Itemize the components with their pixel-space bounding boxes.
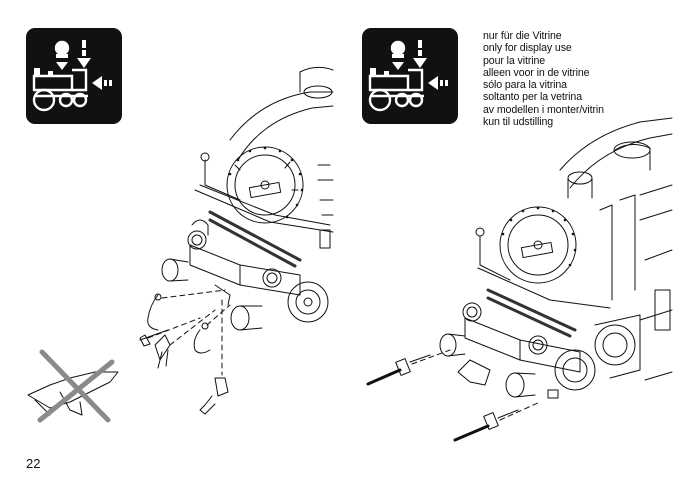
- notice-line-en: only for display use: [483, 42, 572, 55]
- page-number: 22: [26, 456, 41, 471]
- notice-line-it: soltanto per la vetrina: [483, 91, 582, 104]
- locomotive-front-left: [161, 66, 334, 331]
- notice-line-da: kun til udstilling: [483, 116, 554, 129]
- display-only-locomotive-icon: [362, 28, 458, 124]
- exploded-parts-left: [139, 289, 231, 415]
- crossed-out-part-icon: [27, 349, 119, 423]
- notice-line-es: sólo para la vitrina: [483, 79, 567, 92]
- display-only-locomotive-icon: [26, 28, 122, 124]
- display-only-notice: nur für die Vitrine only for display use…: [483, 30, 604, 128]
- locomotive-front-right: [439, 117, 673, 399]
- exploded-parts-right: [366, 349, 541, 442]
- notice-line-sv: av modellen i monter/vitrin: [483, 103, 604, 116]
- notice-line-nl: alleen voor in de vitrine: [483, 66, 590, 79]
- notice-line-fr: pour la vitrine: [483, 54, 546, 67]
- notice-line-de: nur für die Vitrine: [483, 30, 562, 42]
